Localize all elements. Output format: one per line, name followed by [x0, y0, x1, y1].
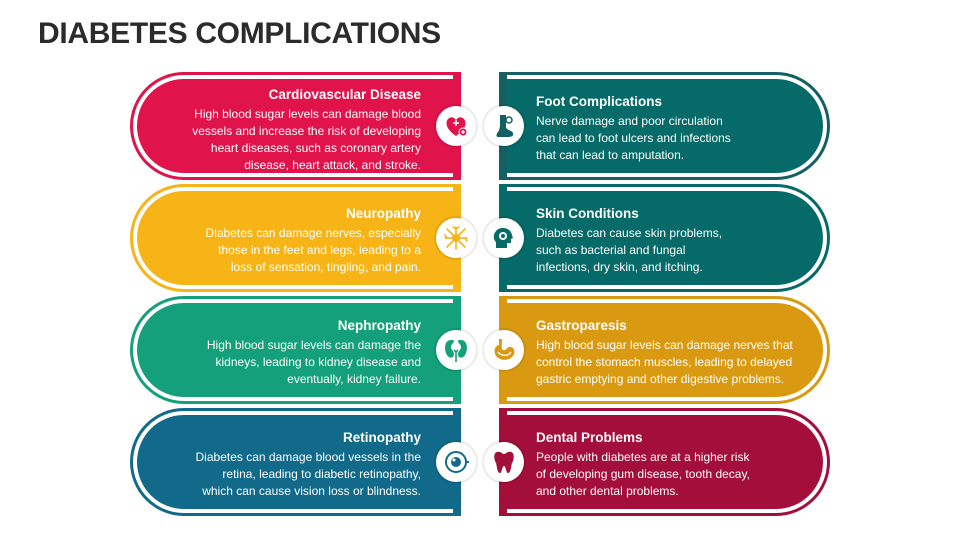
- card-title: Retinopathy: [342, 430, 421, 445]
- card-description: Diabetes can cause skin problems,such as…: [536, 226, 723, 274]
- stomach-icon: [484, 330, 524, 370]
- card-retinopathy: Retinopathy Diabetes can damage blood ve…: [130, 408, 461, 516]
- card-title: Nephropathy: [337, 318, 421, 333]
- card-skin-conditions: Skin Conditions Diabetes can cause skin …: [499, 184, 830, 292]
- card-description: People with diabetes are at a higher ris…: [536, 450, 750, 498]
- card-description: Diabetes can damage blood vessels in the…: [195, 450, 421, 498]
- card-neuropathy: Neuropathy Diabetes can damage nerves, e…: [130, 184, 461, 292]
- card-dental-problems: Dental Problems People with diabetes are…: [499, 408, 830, 516]
- card-title: Cardiovascular Disease: [268, 87, 421, 102]
- card-title: Gastroparesis: [536, 318, 627, 333]
- card-title: Skin Conditions: [536, 206, 639, 221]
- card-description: High blood sugar levels can damage nerve…: [536, 338, 793, 386]
- card-gastroparesis: Gastroparesis High blood sugar levels ca…: [499, 296, 830, 404]
- card-title: Dental Problems: [536, 430, 643, 445]
- tooth-icon: [484, 442, 524, 482]
- card-foot-complications: Foot Complications Nerve damage and poor…: [499, 72, 830, 180]
- card-description: High blood sugar levels can damage blood…: [192, 107, 421, 172]
- neuron-icon: [436, 218, 476, 258]
- page-title: DIABETES COMPLICATIONS: [38, 17, 441, 50]
- foot-icon: [484, 106, 524, 146]
- card-title: Foot Complications: [536, 94, 662, 109]
- face-skin-icon: [484, 218, 524, 258]
- card-title: Neuropathy: [345, 206, 421, 221]
- card-cardiovascular-disease: Cardiovascular Disease High blood sugar …: [130, 72, 461, 180]
- heart-icon: [436, 106, 476, 146]
- kidney-icon: [436, 330, 476, 370]
- card-nephropathy: Nephropathy High blood sugar levels can …: [130, 296, 461, 404]
- eye-icon: [436, 442, 476, 482]
